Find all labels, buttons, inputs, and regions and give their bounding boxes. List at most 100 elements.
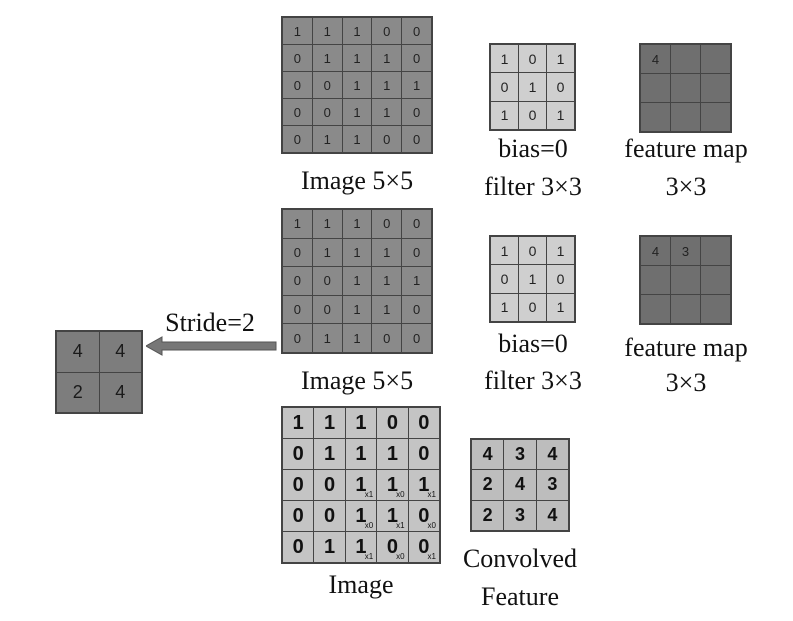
grid-cell: 0 [283, 324, 312, 352]
grid-cell: 1 [372, 267, 402, 295]
grid-cell: 1 [372, 45, 402, 71]
cell-value: 0 [412, 23, 421, 39]
cell-value: 0 [293, 104, 302, 120]
cell-value: 1 [353, 302, 361, 318]
row1-feature-map-label: feature map [624, 134, 748, 163]
cell-value: 1 [556, 242, 565, 259]
grid-cell: 1 [342, 72, 372, 98]
cell-value: 1 [386, 504, 398, 527]
cell-value: 0 [383, 330, 391, 346]
grid-cell: 4 [641, 237, 670, 265]
cell-value: 1 [353, 330, 361, 346]
cell-value: 0 [418, 411, 430, 434]
grid-cell: 0 [491, 73, 518, 101]
grid-cell: 0 [402, 295, 431, 324]
grid-cell: 1 [372, 295, 402, 324]
grid-cell: 1 [342, 295, 372, 324]
row2-feature-map-size: 3×3 [665, 368, 707, 397]
cell-value: 1 [324, 535, 336, 558]
cell-value: 0 [293, 244, 302, 260]
cell-value: 0 [412, 50, 421, 66]
cell-value: 0 [324, 473, 336, 496]
row2-feature-map-label: feature map [624, 333, 748, 362]
cell-value: 0 [500, 270, 509, 287]
cell-value: 1 [383, 77, 391, 93]
cell-value: 0 [323, 273, 331, 289]
cell-value: 3 [681, 243, 690, 259]
row2-filter-label: filter 3×3 [484, 366, 582, 395]
cell-value: 1 [386, 473, 398, 496]
grid-cell: 1 [519, 73, 546, 101]
grid-cell: 0 [283, 295, 312, 324]
cell-value: 4 [115, 341, 126, 362]
grid-cell: 0 [283, 72, 312, 98]
grid-cell: 4 [536, 500, 568, 530]
cell-weight-subscript: x0 [427, 521, 436, 530]
grid-cell: 1 [342, 238, 372, 267]
grid-cell: 1 [547, 45, 574, 73]
cell-value: 0 [412, 244, 421, 260]
cell-weight-subscript: x1 [396, 521, 405, 530]
cell-value: 0 [293, 330, 302, 346]
cell-value: 4 [115, 381, 126, 402]
cell-value: 4 [651, 51, 660, 67]
grid-cell: 1 [314, 439, 345, 469]
grid-cell: 4 [472, 440, 504, 470]
cell-value: 1 [323, 131, 331, 147]
grid-cell: 0 [519, 101, 546, 129]
row1-bias-label: bias=0 [498, 134, 568, 163]
grid-cell [671, 45, 700, 73]
cell-value: 0 [500, 78, 509, 95]
cell-weight-subscript: x1 [427, 552, 436, 561]
cell-value: 1 [556, 50, 565, 67]
cell-value: 1 [556, 107, 565, 124]
grid-cell: 3 [504, 440, 536, 470]
cell-value: 0 [386, 411, 398, 434]
grid-cell: 0 [402, 18, 431, 44]
grid-cell [671, 103, 700, 131]
grid-cell: 1 [491, 45, 518, 73]
cell-value: 0 [292, 535, 304, 558]
grid-cell: 1 [519, 265, 546, 293]
grid-cell: 1 [312, 45, 342, 71]
cell-weight-subscript: x1 [364, 552, 374, 561]
grid-cell: 1 [547, 101, 574, 129]
grid-cell: 0 [408, 439, 439, 469]
cell-value: 1 [292, 411, 304, 434]
cell-value: 0 [528, 299, 537, 316]
grid-cell: 0 [402, 210, 431, 238]
cell-value: 1 [353, 50, 361, 66]
stride-label: Stride=2 [165, 308, 255, 337]
grid-cell: 0 [547, 73, 574, 101]
cell-value: 1 [353, 216, 361, 232]
cell-value: 0 [324, 504, 336, 527]
grid-cell [641, 266, 670, 294]
cell-value: 0 [528, 242, 537, 259]
grid-cell: 3 [671, 237, 700, 265]
cell-value: 4 [547, 504, 558, 525]
cell-value: 1 [412, 273, 421, 289]
grid-cell: 4 [57, 332, 99, 372]
grid-cell: 0 [372, 210, 402, 238]
grid-cell [701, 237, 730, 265]
cell-value: 1 [383, 50, 391, 66]
grid-cell: 0 [283, 45, 312, 71]
grid-cell: 0 [283, 126, 312, 152]
grid-cell [671, 74, 700, 102]
grid-cell [641, 74, 670, 102]
grid-cell: 1 [402, 267, 431, 295]
grid-cell: 0 [372, 126, 402, 152]
cell-value: 0 [323, 77, 331, 93]
grid-cell: 0 [402, 126, 431, 152]
cell-value: 1 [353, 131, 361, 147]
grid-cell: 3 [504, 500, 536, 530]
cell-value: 0 [383, 131, 391, 147]
